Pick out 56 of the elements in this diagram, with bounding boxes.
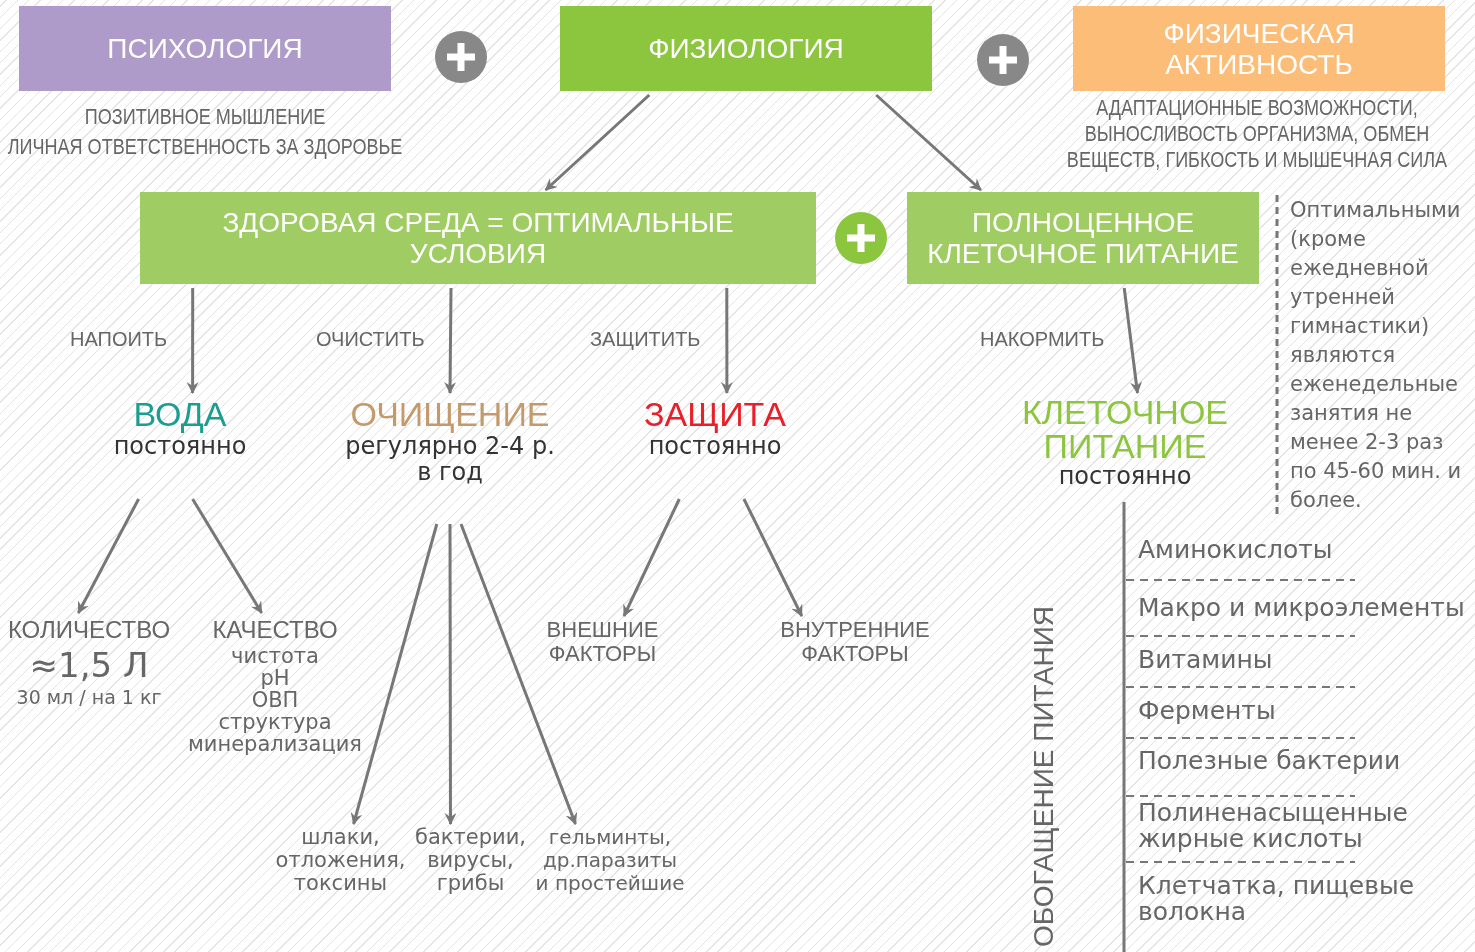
nutrient-text: Витамины xyxy=(1138,647,1274,673)
arrow xyxy=(1122,287,1143,394)
nutrient-text: Ферменты xyxy=(1138,698,1277,724)
caption-text: ПОЗИТИВНОЕ МЫШЛЕНИЕ xyxy=(83,104,327,130)
nutrient-text: Аминокислоты xyxy=(1138,537,1334,563)
category-box xyxy=(140,192,816,284)
nutrient-text: Полиненасыщенные жирные кислоты xyxy=(1138,800,1409,852)
category-box xyxy=(1073,6,1445,91)
box-title: ПСИХОЛОГИЯ xyxy=(107,33,303,64)
factor-text: ВНУТРЕННИЕ ФАКТОРЫ xyxy=(779,618,931,666)
frequency-text: постоянно xyxy=(113,433,247,459)
note-text: Оптимальными (кроме ежедневной утренней гимнастики) являются еженедельные занятия не менее 2-3 раз по 45-60 мин. и более. xyxy=(1290,197,1463,514)
note-text: 30 мл / на 1 кг xyxy=(16,685,162,709)
box-title: ФИЗИОЛОГИЯ xyxy=(648,33,844,64)
arrow xyxy=(459,523,578,825)
arrow xyxy=(742,498,804,617)
edge-label: НАКОРМИТЬ xyxy=(980,328,1105,351)
item-text: бактерии, вирусы, грибы xyxy=(415,826,526,895)
frequency-text: постоянно xyxy=(1058,463,1192,489)
edge-label: ОЧИСТИТЬ xyxy=(316,328,425,351)
frequency-text: регулярно 2-4 р. в год xyxy=(344,433,556,485)
arrow xyxy=(186,288,199,394)
subcategory-heading: КАЧЕСТВО xyxy=(212,615,338,645)
arrow xyxy=(191,498,263,614)
amount-text: ≈1,5 Л xyxy=(29,645,149,685)
edge-label: НАПОИТЬ xyxy=(70,328,168,351)
property-list: чистота pH ОВП структура минерализация xyxy=(180,645,370,755)
arrow xyxy=(76,498,140,614)
category-box xyxy=(560,6,932,91)
arrow xyxy=(622,498,681,617)
arrow xyxy=(444,288,457,394)
arrow xyxy=(720,288,733,394)
factor-text: ВНЕШНИЕ ФАКТОРЫ xyxy=(545,618,660,666)
caption-text: ЛИЧНАЯ ОТВЕТСТВЕННОСТЬ ЗА ЗДОРОВЬЕ xyxy=(6,134,404,160)
category-heading: КЛЕТОЧНОЕ ПИТАНИЕ xyxy=(1020,395,1230,463)
nutrient-text: Полезные бактерии xyxy=(1138,748,1402,774)
arrow xyxy=(350,523,439,825)
caption-text: АДАПТАЦИОННЫЕ ВОЗМОЖНОСТИ, ВЫНОСЛИВОСТЬ ОРГАНИЗМА, ОБМЕН ВЕЩЕСТВ, ГИБКОСТЬ И МЫШЕЧНАЯ СИЛА xyxy=(1065,95,1449,173)
arrow xyxy=(444,524,457,825)
item-text: шлаки, отложения, токсины xyxy=(275,826,406,895)
frequency-text: постоянно xyxy=(648,433,782,459)
arrow xyxy=(875,93,982,192)
item-text: гельминты, др.паразиты и простейшие xyxy=(535,826,685,895)
subcategory-heading: КОЛИЧЕСТВО xyxy=(7,615,171,645)
nutrient-text: Макро и микроэлементы xyxy=(1138,595,1466,621)
box-title: ЗДОРОВАЯ СРЕДА = ОПТИМАЛЬНЫЕ УСЛОВИЯ xyxy=(221,207,735,269)
nutrient-text: Клетчатка, пищевые волокна xyxy=(1138,873,1415,925)
box-title: ПОЛНОЦЕННОЕ КЛЕТОЧНОЕ ПИТАНИЕ xyxy=(926,207,1240,269)
box-title: ФИЗИЧЕСКАЯ АКТИВНОСТЬ xyxy=(1162,17,1356,80)
category-heading: ОЧИЩЕНИЕ xyxy=(350,395,550,433)
category-heading: ВОДА xyxy=(133,395,227,433)
edge-label: ЗАЩИТИТЬ xyxy=(590,328,701,351)
category-heading: ЗАЩИТА xyxy=(644,395,786,433)
arrow xyxy=(544,93,651,192)
category-box xyxy=(19,6,391,91)
category-box xyxy=(907,192,1259,284)
